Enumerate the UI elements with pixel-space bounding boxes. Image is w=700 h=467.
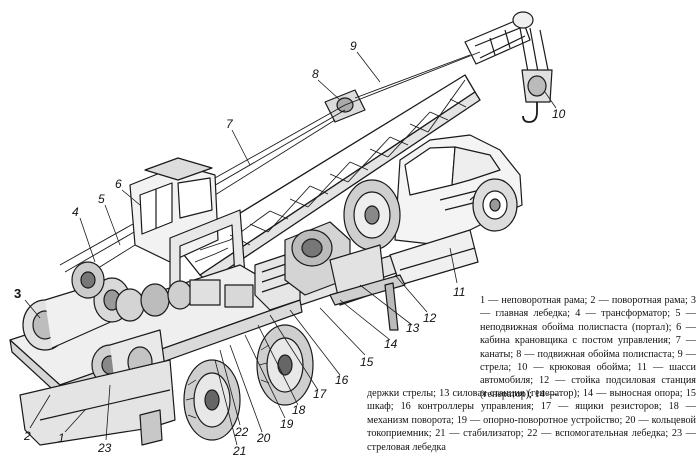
callout-1: 1: [58, 431, 65, 445]
callout-numbers: 1 2 3 4 5 6 7 8 9 10 11 12 13 14 15 16 1…: [14, 39, 566, 458]
callout-9: 9: [350, 39, 357, 53]
boom-lattice: [179, 74, 481, 283]
front-wheel: [472, 178, 518, 232]
caption-right-text: 1 — неповоротная рама; 2 — поворотная ра…: [480, 295, 696, 400]
callout-22: 22: [234, 425, 249, 439]
leader-lines: [24, 51, 557, 446]
callout-15: 15: [360, 355, 374, 369]
callout-8: 8: [312, 67, 319, 81]
hook-block: [519, 27, 553, 123]
spare-wheel: [343, 179, 401, 251]
callout-3: 3: [14, 286, 21, 301]
callout-4: 4: [72, 205, 79, 219]
callout-17: 17: [313, 387, 328, 401]
callout-7: 7: [226, 117, 234, 131]
movable-pulley-block: [324, 89, 366, 123]
callout-2: 2: [23, 429, 31, 443]
callout-10: 10: [552, 107, 566, 121]
caption-bottom-block: держки стрелы; 13 силовая станция (генер…: [367, 387, 696, 454]
caption-right-block: 1 — неповоротная рама; 2 — поворотная ра…: [480, 294, 696, 401]
callout-20: 20: [256, 431, 271, 445]
boom-tip: [464, 11, 534, 65]
callout-16: 16: [335, 373, 349, 387]
callout-6: 6: [115, 177, 122, 191]
callout-23: 23: [97, 441, 112, 455]
callout-13: 13: [406, 321, 420, 335]
callout-5: 5: [98, 192, 105, 206]
callout-12: 12: [423, 311, 437, 325]
callout-11: 11: [453, 285, 465, 299]
caption-bottom-text: держки стрелы; 13 силовая станция (генер…: [367, 388, 696, 453]
callout-19: 19: [280, 417, 294, 431]
callout-14: 14: [384, 337, 398, 351]
outrigger: [329, 274, 406, 331]
callout-21: 21: [232, 444, 246, 458]
rear-wheels: [183, 324, 314, 441]
non-rotating-frame: [19, 359, 176, 446]
callout-18: 18: [292, 403, 306, 417]
